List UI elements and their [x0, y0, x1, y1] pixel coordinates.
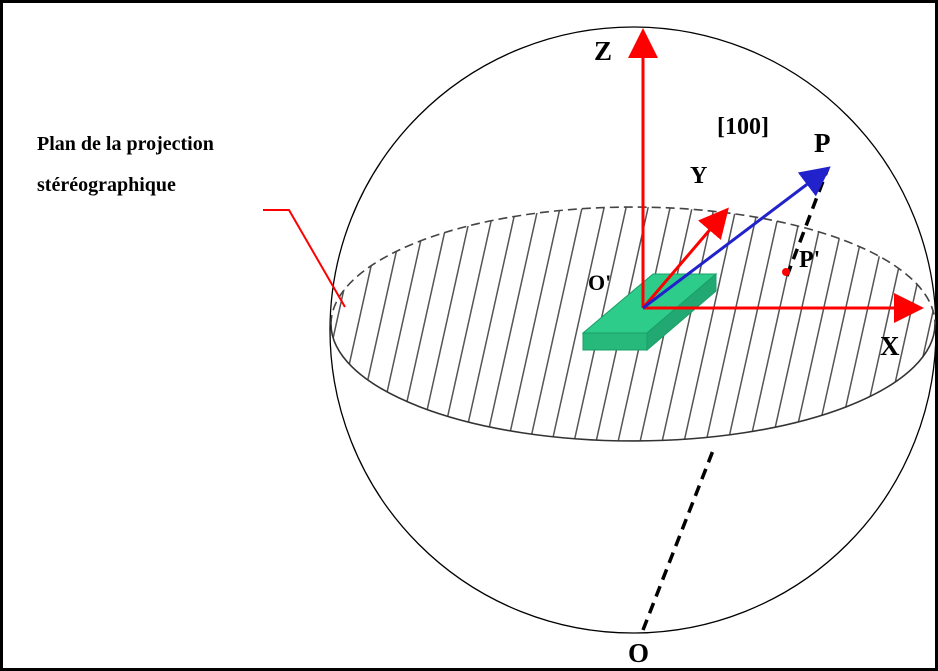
projection-plane-hatching [240, 190, 935, 460]
hatch-line [877, 207, 935, 441]
point-p-label: P [814, 128, 831, 158]
point-p-prime-label: P' [799, 247, 820, 273]
hatch-line [811, 207, 873, 441]
hatch-line [767, 207, 829, 441]
hatch-line [503, 207, 565, 441]
projection-plane-back-edge [330, 206, 936, 325]
x-axis-label: X [880, 331, 900, 361]
direction-100-label: [100] [717, 114, 769, 140]
point-p-prime-marker [782, 268, 790, 276]
caption-leader-line [263, 209, 346, 308]
hatch-line [331, 207, 345, 441]
z-axis-label: Z [594, 36, 612, 66]
hatch-line [459, 207, 521, 441]
projection-line-lower [641, 447, 716, 631]
hatch-line [481, 207, 543, 441]
projection-sphere [329, 26, 937, 634]
projection-plane-front-edge [330, 323, 936, 442]
center-o-prime-label: O' [588, 270, 611, 295]
hatch-line [701, 207, 763, 441]
hatch-line [547, 207, 609, 441]
hatch-line [833, 207, 895, 441]
plane-caption-line-1: Plan de la projection [37, 133, 214, 155]
hatch-line [262, 190, 322, 460]
y-axis-label: Y [690, 163, 707, 189]
hatch-line [745, 207, 807, 441]
hatch-line [723, 207, 785, 441]
hatch-line [331, 207, 367, 441]
hatch-line [855, 207, 917, 441]
y-axis-arrow [641, 207, 729, 309]
hatch-line [679, 207, 741, 441]
hatch-line [415, 207, 477, 441]
hatch-line [525, 207, 587, 441]
hatch-line [437, 207, 499, 441]
direction-100-vector [642, 166, 831, 310]
south-pole-o-label: O [628, 638, 649, 668]
hatch-line [789, 207, 851, 441]
hatch-line [349, 207, 411, 441]
hatch-line [240, 190, 300, 460]
hatch-line [393, 207, 455, 441]
hatch-line [331, 207, 389, 441]
plane-caption-line-2: stéréographique [37, 174, 176, 196]
hatch-line [371, 207, 433, 441]
